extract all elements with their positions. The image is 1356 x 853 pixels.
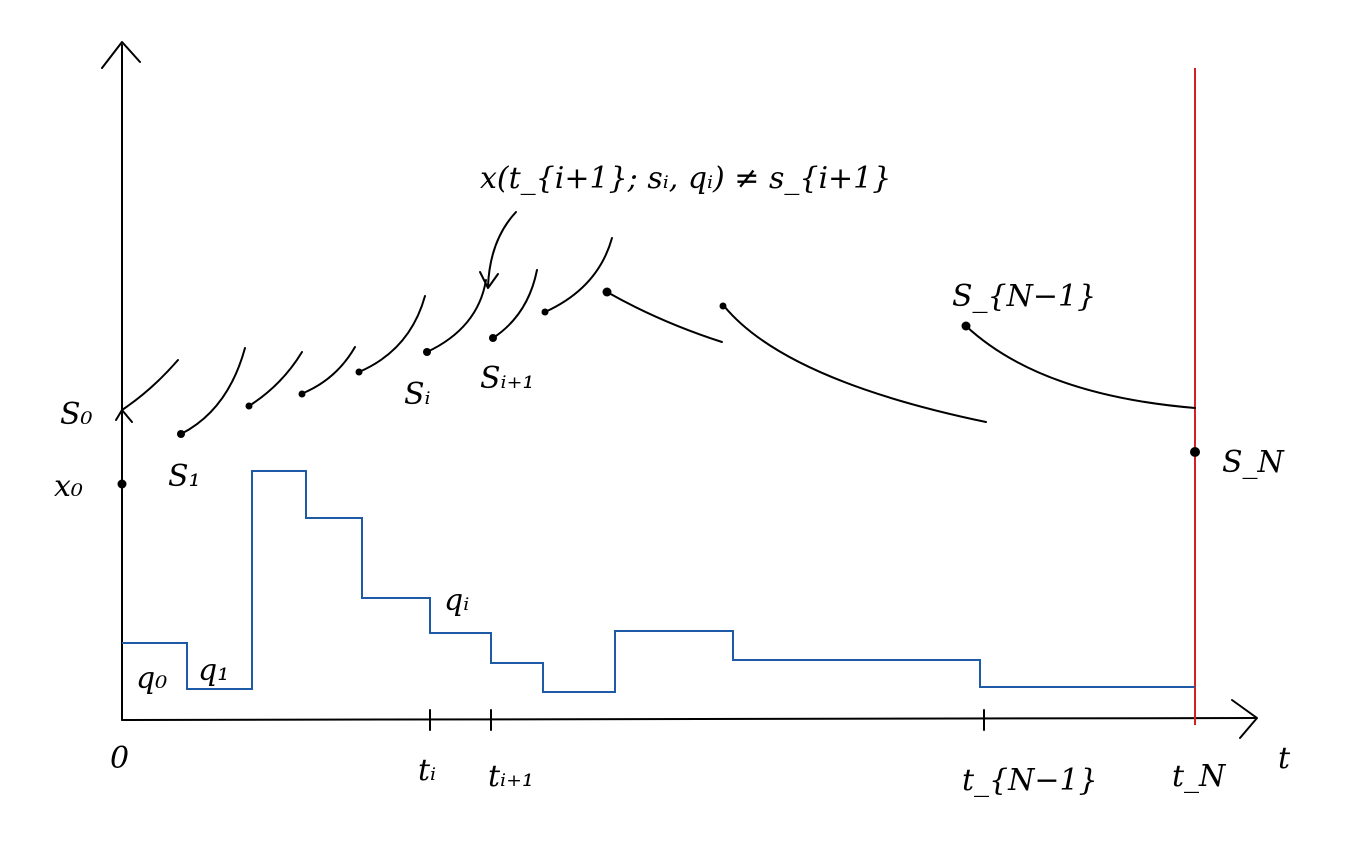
node-4: [355, 368, 363, 376]
node-8: [602, 287, 612, 297]
axes: [101, 41, 1258, 739]
label-sN: S_N: [1222, 445, 1286, 480]
control-step-signal: [122, 470, 1195, 693]
node-si: [423, 348, 431, 356]
y-axis-arrowhead: [101, 41, 141, 69]
label-ti1: tᵢ₊₁: [488, 759, 534, 794]
arc-5: [426, 279, 487, 353]
label-si1: Sᵢ₊₁: [480, 361, 534, 396]
node-si1: [489, 334, 497, 342]
arc-6: [492, 269, 538, 339]
label-q1: q₁: [198, 653, 229, 688]
arc-1: [180, 347, 246, 435]
label-s0: S₀: [60, 397, 93, 432]
arc-9: [723, 305, 987, 423]
s0-caret: [115, 409, 133, 423]
x-axis-arrowhead: [1231, 699, 1258, 739]
node-s1: [177, 430, 185, 438]
trajectory-arcs: [115, 237, 1196, 435]
arc-7: [544, 237, 613, 313]
node-3: [298, 390, 306, 398]
node-sN: [1190, 447, 1200, 457]
label-sN1: S_{N−1}: [952, 279, 1096, 314]
annotation-arrow-shaft: [487, 211, 517, 287]
label-t-axis: t: [1278, 741, 1291, 776]
defect-annotation-arrow: [479, 211, 517, 289]
defect-annotation: x(t_{i+1}; sᵢ, qᵢ) ≠ s_{i+1}: [480, 161, 891, 196]
shooting-nodes: [117, 287, 1200, 489]
label-q0: q₀: [136, 661, 167, 696]
arc-10: [965, 325, 1196, 409]
label-origin: 0: [110, 741, 129, 776]
arc-3: [300, 346, 356, 395]
label-qi: qᵢ: [444, 583, 469, 618]
node-9: [719, 302, 727, 310]
arc-4: [358, 295, 426, 373]
label-ti: tᵢ: [418, 753, 436, 788]
node-x0: [117, 479, 127, 489]
node-7: [541, 308, 549, 316]
arc-0: [121, 359, 179, 411]
arc-8: [606, 291, 723, 343]
label-s1: S₁: [168, 459, 201, 494]
node-sN1: [961, 321, 971, 331]
x-axis: [121, 717, 1256, 721]
label-x0: x₀: [54, 469, 83, 504]
label-tN: t_N: [1172, 759, 1227, 794]
label-si: Sᵢ: [404, 377, 431, 412]
arc-2: [248, 351, 303, 407]
annotation-arrowhead: [479, 271, 499, 289]
node-2: [245, 402, 253, 410]
label-tN1: t_{N−1}: [962, 763, 1098, 798]
